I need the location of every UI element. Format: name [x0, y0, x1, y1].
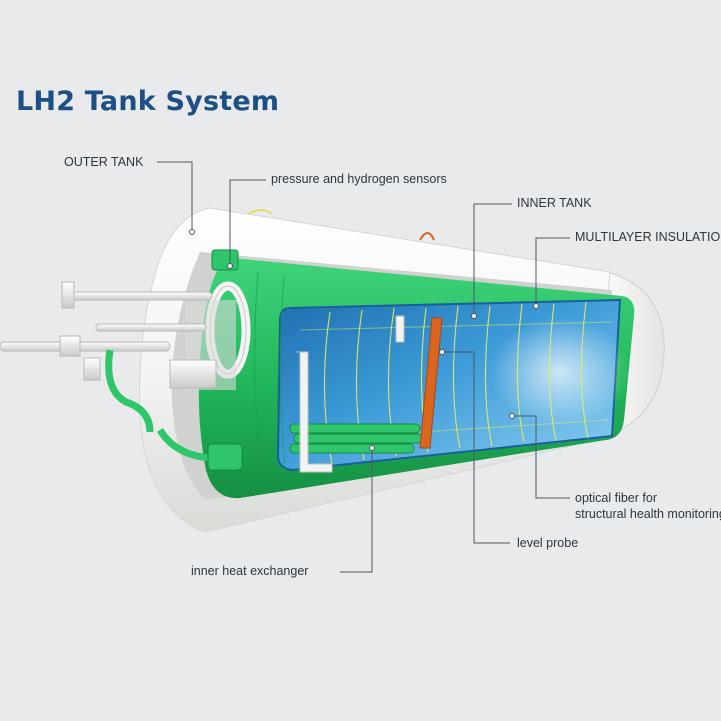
diagram-title: LH2 Tank System	[16, 86, 280, 117]
label-outer-tank: OUTER TANK	[64, 155, 144, 169]
label-multilayer-insulation: MULTILAYER INSULATION	[575, 230, 721, 244]
label-optical-fiber-line1: optical fiber for	[575, 491, 657, 505]
label-pressure-hydrogen-sensors: pressure and hydrogen sensors	[271, 172, 447, 186]
label-inner-heat-exchanger: inner heat exchanger	[191, 564, 309, 578]
leader-lines	[157, 161, 570, 573]
label-level-probe: level probe	[517, 536, 579, 550]
level-probe	[419, 317, 443, 449]
label-inner-tank: INNER TANK	[517, 196, 592, 210]
label-optical-fiber-line2: structural health monitoring	[575, 507, 721, 521]
inner-heat-exchanger	[289, 423, 423, 454]
external-pipes	[0, 249, 243, 471]
